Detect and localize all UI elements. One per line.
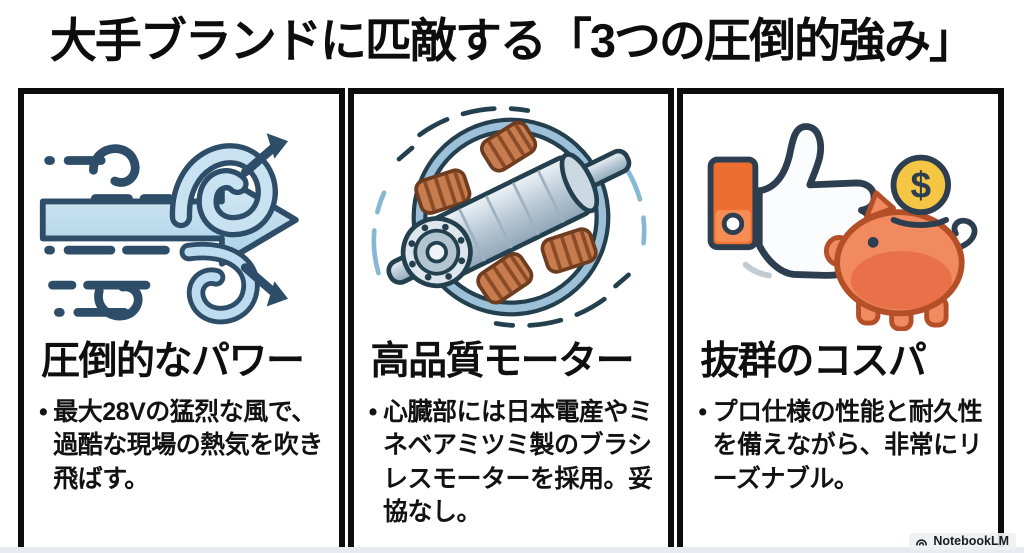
panel-power-bullet: • 最大28Vの猛烈な風で、過酷な現場の熱気を吹き飛ばす。	[37, 396, 326, 497]
panel-motor-heading: 高品質モーター	[370, 340, 635, 383]
panel-motor-bullet-text: 心臓部には日本電産やミネベアミツミ製のブラシレスモーターを採用。妥協なし。	[382, 397, 653, 527]
copper-windings	[414, 120, 598, 305]
panel-motor-bullet: • 心臓部には日本電産やミネベアミツミ製のブラシレスモーターを採用。妥協なし。	[367, 396, 656, 530]
panel-power-heading: 圧倒的なパワー	[41, 340, 305, 383]
panel-cospa-heading: 抜群のコスパ	[700, 340, 927, 383]
svg-text:$: $	[910, 165, 931, 206]
wind-arrow-icon	[35, 104, 327, 330]
panel-power-bullet-text: 最大28Vの猛烈な風で、過酷な現場の熱気を吹き飛ばす。	[53, 397, 323, 493]
bullet-marker: •	[39, 397, 48, 426]
notebooklm-logo-icon	[915, 535, 928, 548]
panel-cospa-illustration: $	[696, 98, 985, 336]
panel-motor: 高品質モーター • 心臓部には日本電産やミネベアミツミ製のブラシレスモーターを採…	[347, 88, 675, 553]
dollar-coin: $	[890, 154, 951, 216]
page-title: 大手ブランドに匹敵する「3つの圧倒的強み」	[49, 14, 976, 67]
thumbs-up-piggy-bank-icon: $	[695, 103, 987, 331]
panel-cospa-bullet-text: プロ仕様の性能と耐久性を備えながら、非常にリーズナブル。	[712, 397, 983, 493]
strength-panels: 圧倒的なパワー • 最大28Vの猛烈な風で、過酷な現場の熱気を吹き飛ばす。	[18, 88, 1005, 553]
panel-power: 圧倒的なパワー • 最大28Vの猛烈な風で、過酷な現場の熱気を吹き飛ばす。	[18, 88, 345, 553]
wind-big-arrow	[40, 173, 300, 267]
notebooklm-watermark-label: NotebookLM	[933, 534, 1009, 548]
panel-power-illustration	[37, 98, 326, 336]
bullet-marker: •	[698, 397, 707, 426]
panel-motor-illustration	[367, 98, 656, 336]
brushless-motor-icon	[371, 102, 651, 332]
sleeve	[707, 156, 758, 251]
bearing-ring	[400, 216, 473, 289]
piggy-bank	[823, 190, 978, 331]
bullet-marker: •	[368, 397, 378, 426]
motor-body	[386, 117, 632, 317]
panel-cospa: $ 抜群のコスパ • プロ仕様の性能と耐久性を備えながら、非常にリーズナブル。	[677, 88, 1005, 553]
panel-cospa-bullet: • プロ仕様の性能と耐久性を備えながら、非常にリーズナブル。	[696, 396, 985, 497]
notebooklm-watermark: NotebookLM	[909, 533, 1016, 550]
frame-bottom-strip	[0, 547, 1024, 553]
